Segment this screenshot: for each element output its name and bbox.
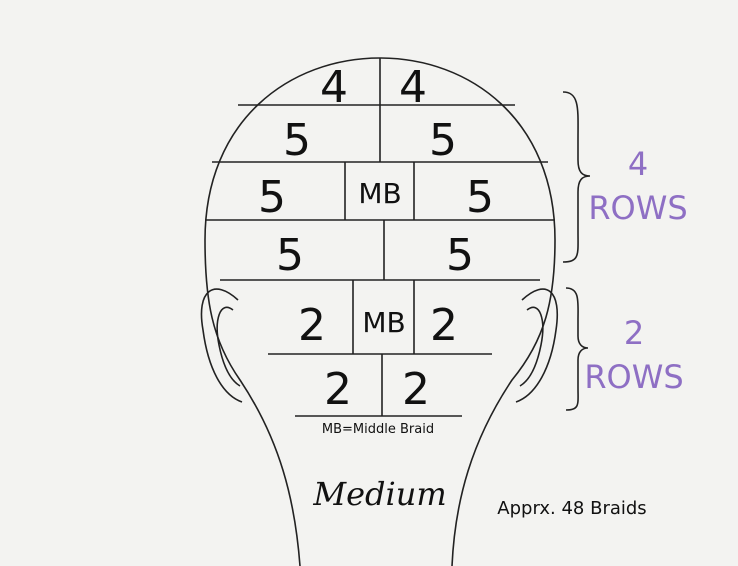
section-count: 2 bbox=[324, 364, 352, 415]
bottom-rows-brace bbox=[565, 287, 589, 411]
top-rows-count: 4 bbox=[628, 145, 648, 183]
section-count: 5 bbox=[466, 172, 494, 223]
right-ear bbox=[515, 288, 558, 403]
braid-total-label: Apprx. 48 Braids bbox=[497, 498, 646, 519]
middle-braid-label: MB bbox=[362, 306, 405, 339]
top-rows-brace bbox=[562, 91, 591, 263]
section-count: 2 bbox=[430, 300, 458, 351]
top-rows-unit: ROWS bbox=[588, 189, 687, 227]
right-ear-inner bbox=[519, 306, 544, 387]
left-ear-inner bbox=[216, 306, 241, 387]
section-count: 4 bbox=[399, 62, 427, 113]
left-ear bbox=[200, 288, 243, 403]
middle-braid-legend: MB=Middle Braid bbox=[322, 422, 434, 437]
braid-size-label: Medium bbox=[312, 475, 446, 513]
middle-braid-label: MB bbox=[358, 177, 401, 210]
section-count: 2 bbox=[402, 364, 430, 415]
bottom-rows-unit: ROWS bbox=[584, 358, 683, 396]
section-count: 5 bbox=[429, 115, 457, 166]
section-count: 4 bbox=[320, 62, 348, 113]
section-count: 5 bbox=[276, 230, 304, 281]
section-count: 5 bbox=[283, 115, 311, 166]
section-count: 5 bbox=[258, 172, 286, 223]
section-count: 2 bbox=[298, 300, 326, 351]
bottom-rows-count: 2 bbox=[624, 314, 644, 352]
section-count: 5 bbox=[446, 230, 474, 281]
